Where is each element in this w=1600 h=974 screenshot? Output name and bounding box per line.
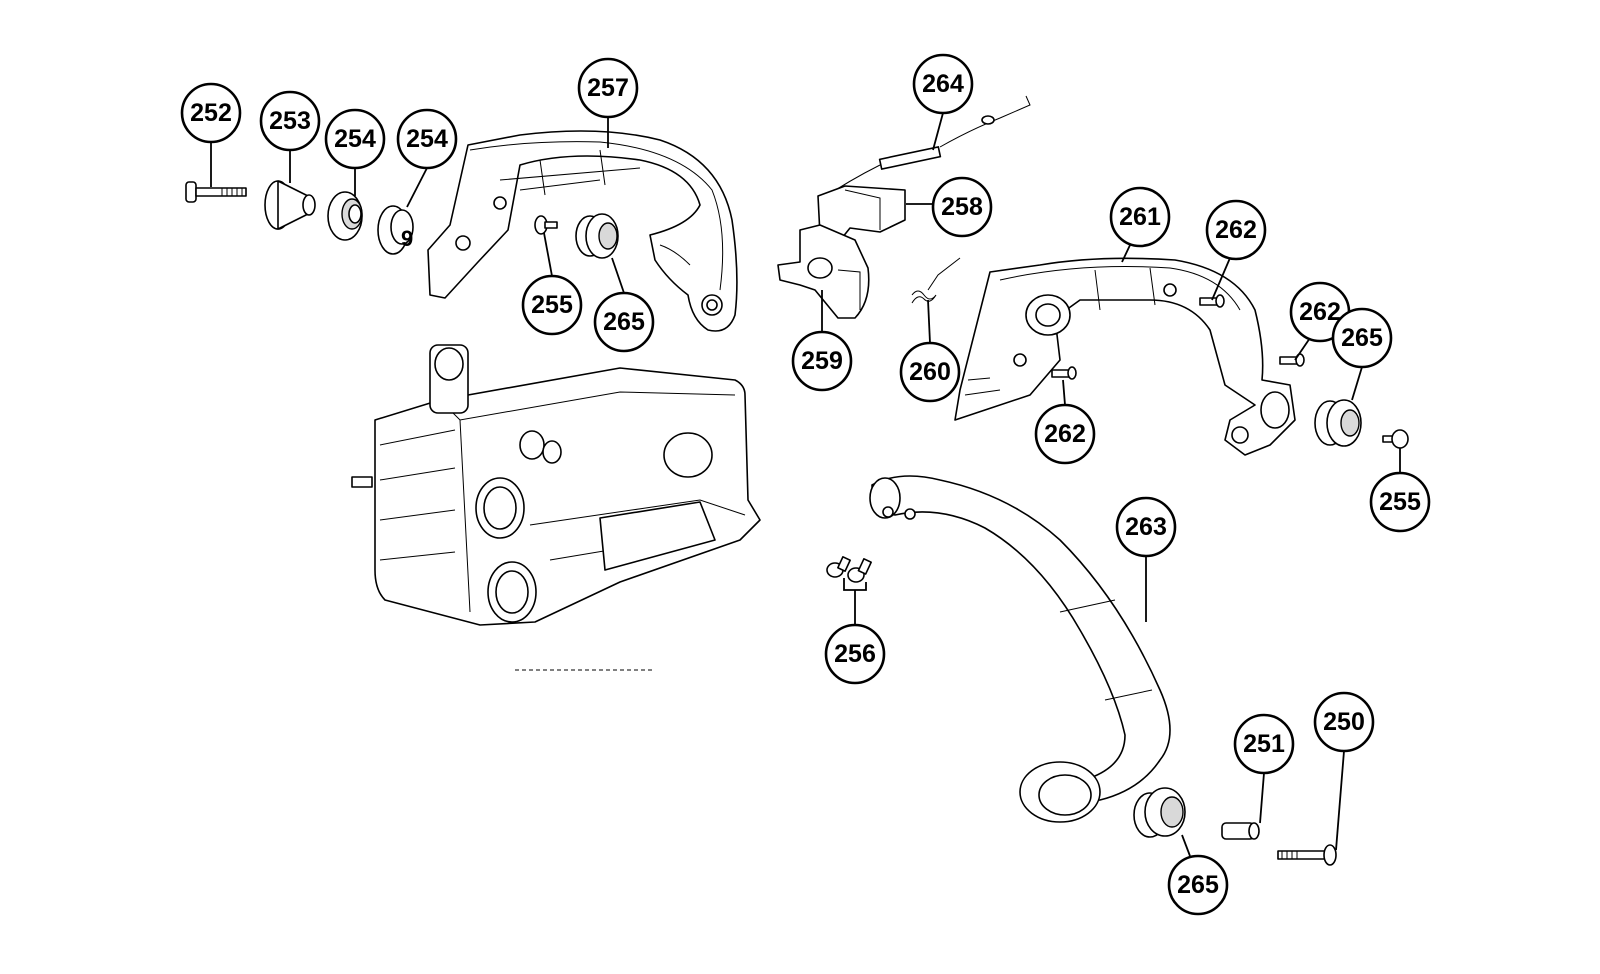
part-265-grommet-b: [1314, 399, 1362, 447]
svg-text:253: 253: [269, 107, 311, 135]
callout-259: 259: [791, 330, 853, 392]
part-254-grommet-b: [377, 205, 414, 255]
svg-text:265: 265: [1177, 871, 1219, 899]
part-262-screw-c: [1051, 366, 1077, 380]
svg-text:260: 260: [909, 358, 951, 386]
part-262-screw-b: [1279, 353, 1305, 367]
svg-text:255: 255: [531, 291, 573, 319]
svg-text:265: 265: [603, 308, 645, 336]
callout-254-b: 254: [396, 108, 458, 170]
part-253-sleeve: [264, 180, 316, 230]
part-254-grommet-a: [327, 191, 363, 241]
callout-265-b: 265: [1331, 307, 1393, 369]
svg-text:251: 251: [1243, 730, 1285, 758]
callout-265-c: 265: [1167, 854, 1229, 916]
part-265-grommet-a: [575, 213, 619, 259]
svg-text:252: 252: [190, 99, 232, 127]
callout-255-a: 255: [521, 274, 583, 336]
part-255-screw-a: [534, 215, 558, 235]
svg-text:262: 262: [1215, 216, 1257, 244]
callout-255-b: 255: [1369, 471, 1431, 533]
part-262-screw-a: [1199, 294, 1225, 308]
callout-254-a: 254: [324, 108, 386, 170]
part-263-front-handle-bar: [869, 475, 1171, 823]
callout-260: 260: [899, 341, 961, 403]
svg-text:264: 264: [922, 70, 964, 98]
part-252-bolt: [185, 181, 247, 203]
svg-text:250: 250: [1323, 708, 1365, 736]
svg-text:259: 259: [801, 347, 843, 375]
callout-264: 264: [912, 53, 974, 115]
svg-text:262: 262: [1299, 298, 1341, 326]
callout-261: 261: [1109, 186, 1171, 248]
part-257-handle-housing: [427, 130, 738, 332]
callout-256: 256: [824, 623, 886, 685]
stray-mark: 9: [401, 226, 413, 251]
svg-text:263: 263: [1125, 513, 1167, 541]
part-260-spring: [911, 257, 961, 304]
callout-265-a: 265: [593, 291, 655, 353]
main-housing: [351, 344, 761, 671]
callout-252: 252: [180, 82, 242, 144]
part-259-throttle-trigger: [777, 224, 870, 319]
part-261-rear-handle: [954, 257, 1296, 456]
svg-text:261: 261: [1119, 203, 1161, 231]
callout-262-a: 262: [1205, 199, 1267, 261]
callout-258: 258: [931, 176, 993, 238]
part-255-screw-b: [1382, 429, 1409, 449]
svg-text:255: 255: [1379, 488, 1421, 516]
svg-text:257: 257: [587, 74, 629, 102]
part-250-bolt: [1277, 844, 1337, 866]
svg-text:254: 254: [334, 125, 376, 153]
callout-262-c: 262: [1034, 403, 1096, 465]
svg-text:254: 254: [406, 125, 448, 153]
svg-text:265: 265: [1341, 324, 1383, 352]
part-251-sleeve: [1221, 822, 1260, 840]
part-264-throttle-cable: [819, 95, 1031, 201]
part-256-screws: [826, 556, 872, 583]
callout-250: 250: [1313, 691, 1375, 753]
part-265-grommet-c: [1133, 787, 1186, 838]
svg-text:258: 258: [941, 193, 983, 221]
leader-lines: [210, 112, 1401, 857]
svg-text:262: 262: [1044, 420, 1086, 448]
callout-263: 263: [1115, 496, 1177, 558]
callout-257: 257: [577, 57, 639, 119]
callout-251: 251: [1233, 713, 1295, 775]
callout-253: 253: [259, 90, 321, 152]
svg-text:256: 256: [834, 640, 876, 668]
